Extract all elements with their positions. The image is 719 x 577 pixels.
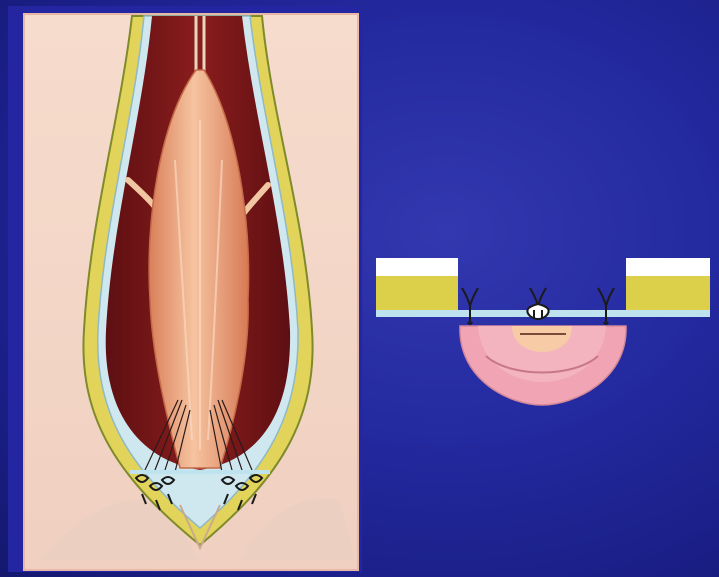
cross-section-diagram [370,0,719,577]
skin-block-right [626,258,710,276]
suture-center [527,288,548,319]
fat-block-right [626,276,710,310]
skin-block-left [376,258,458,276]
incision-illustration-panel [0,0,370,577]
incision-illustration [0,0,370,577]
suture-right [598,288,614,324]
suture-left [462,288,478,324]
fat-block-left [376,276,458,310]
cross-section-panel [370,0,719,577]
